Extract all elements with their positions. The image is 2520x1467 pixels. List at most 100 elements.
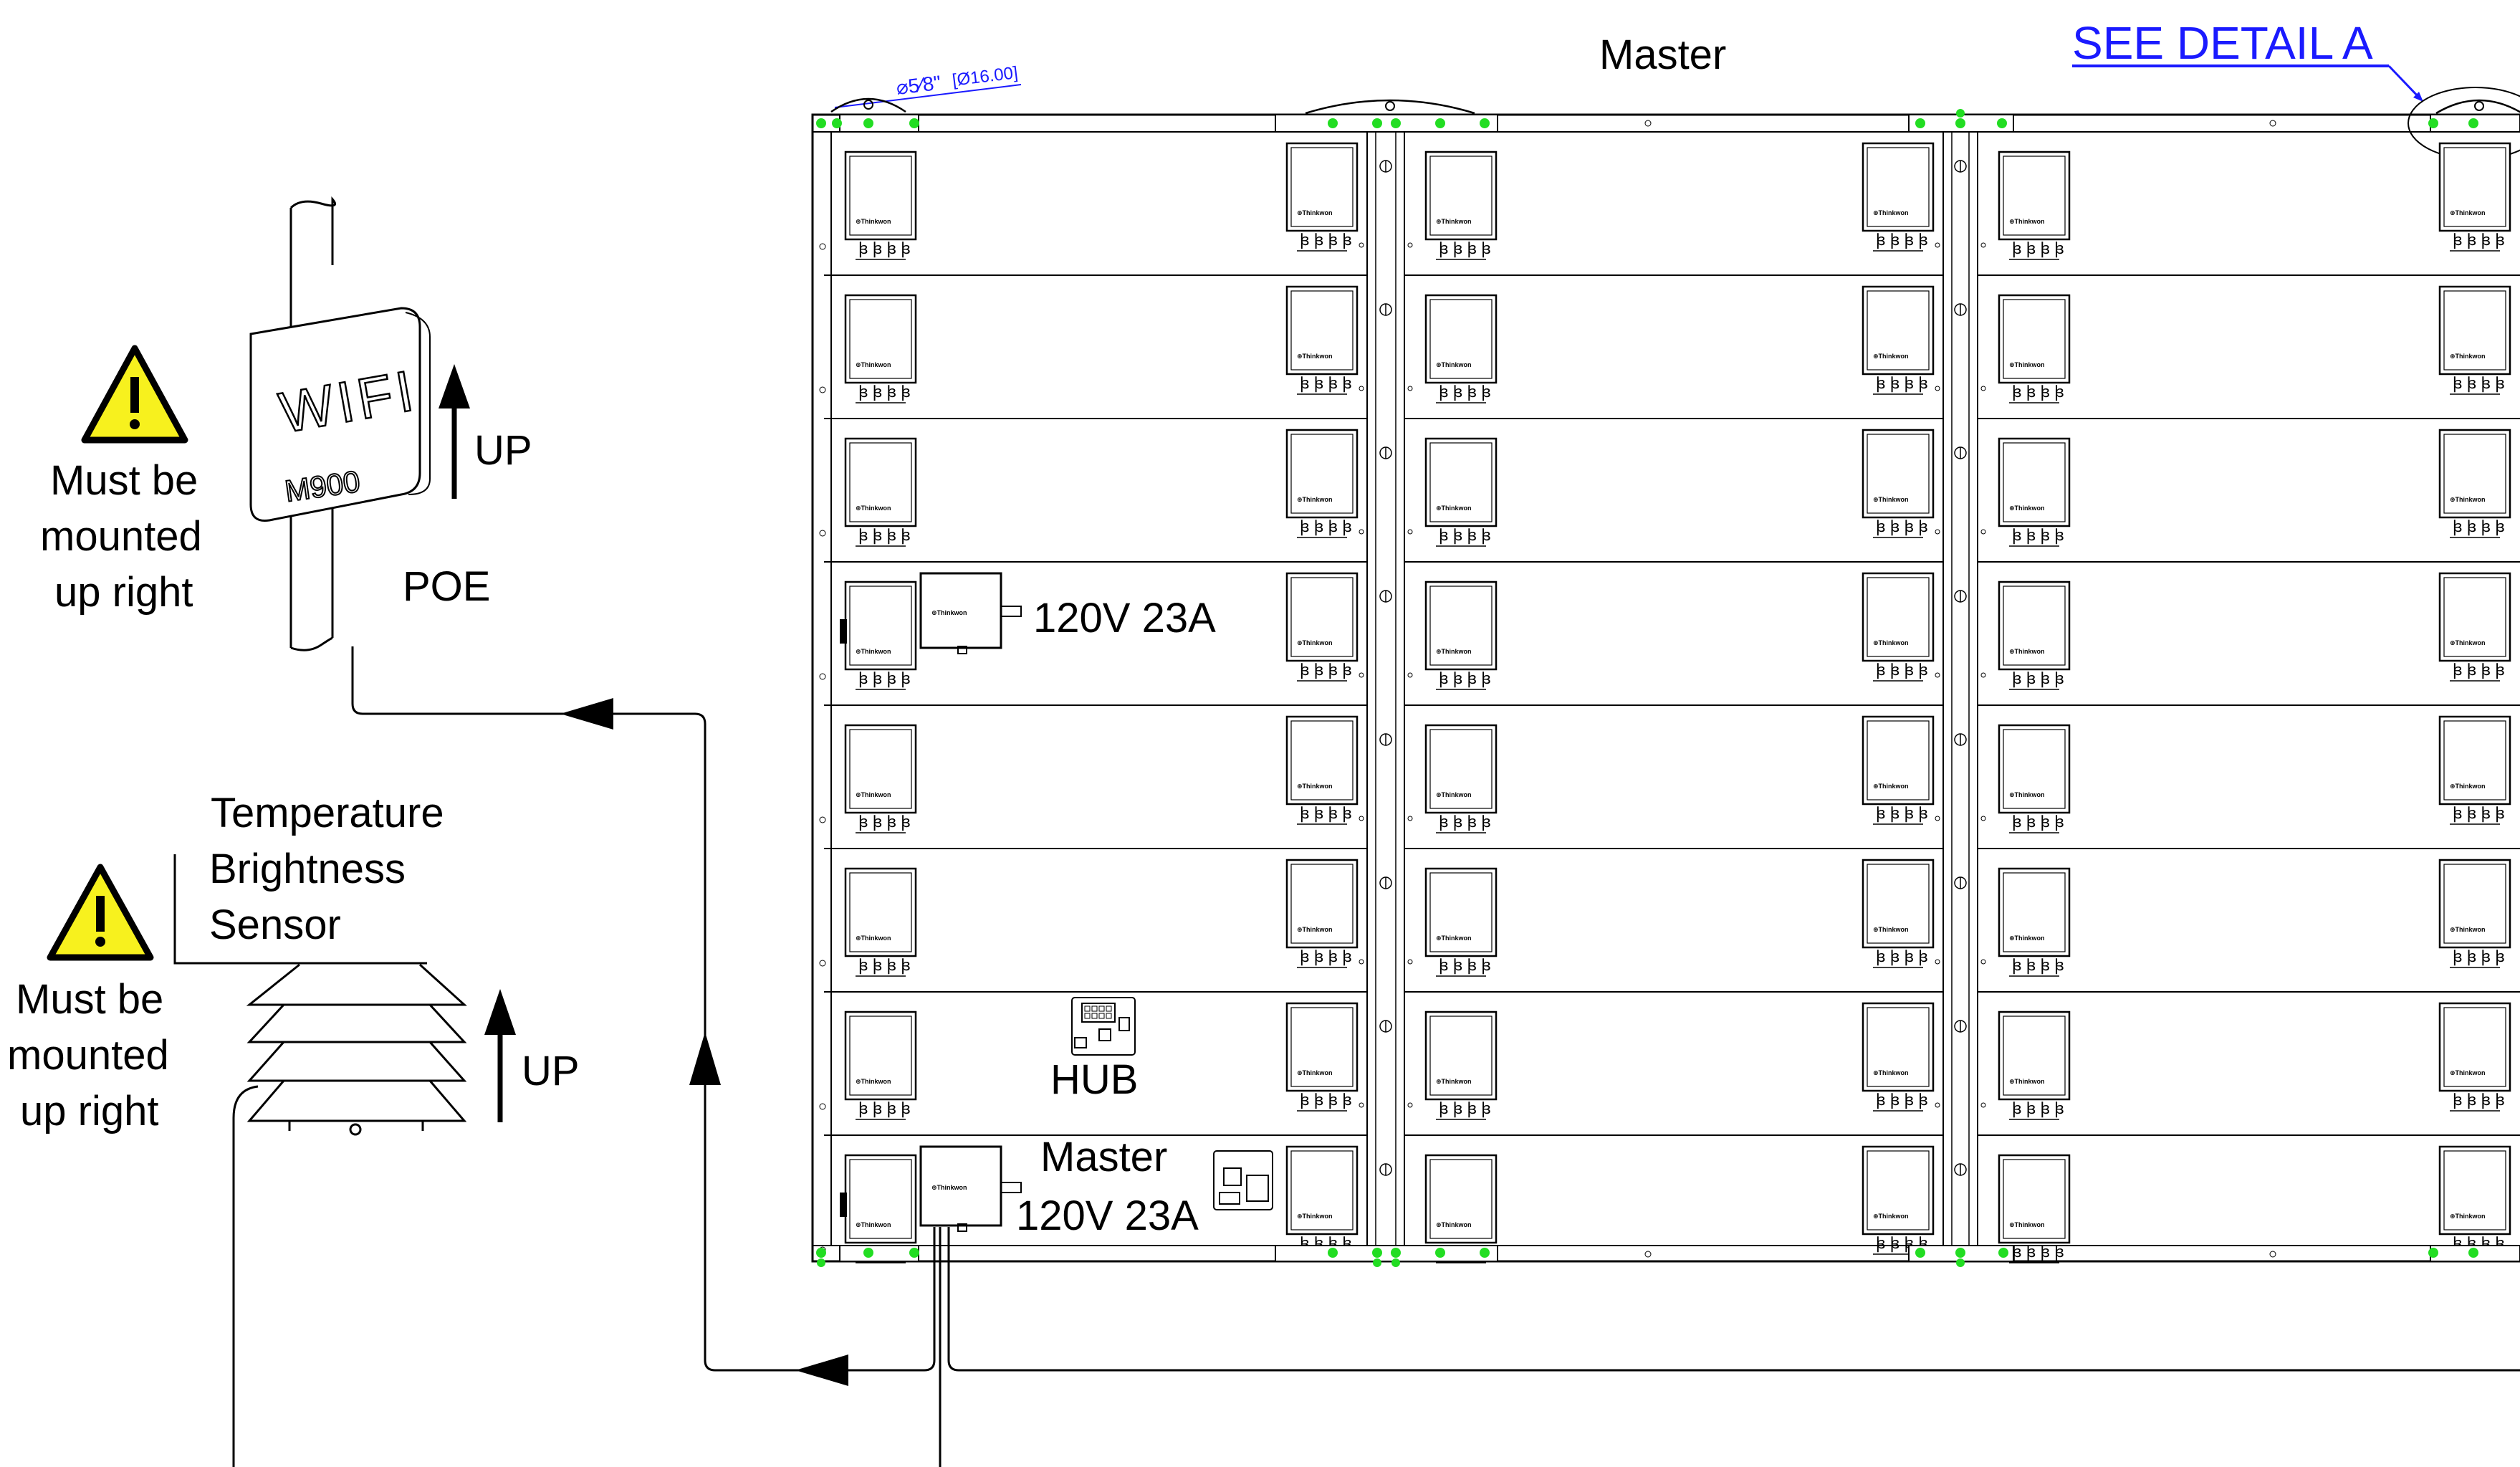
module-frame: [844, 294, 917, 384]
hub-port: [1098, 1005, 1105, 1012]
heat-mark: ꟓ ꟓ ꟓ ꟓ: [2453, 374, 2505, 393]
module-brand: ⊕Thinkwon: [2450, 496, 2486, 503]
module-frame: [844, 1010, 917, 1101]
heat-mark: ꟓ ꟓ ꟓ ꟓ: [2453, 661, 2505, 679]
rivet-icon: [1935, 959, 1940, 965]
module-inner: [2443, 147, 2506, 227]
module-inner: [1429, 299, 1493, 379]
column-divider: [1942, 131, 1978, 1246]
module-frame: [1424, 580, 1498, 671]
wifi-up-label: UP: [474, 427, 532, 474]
module-inner: [849, 1159, 912, 1239]
module-brand: ⊕Thinkwon: [1873, 1213, 1909, 1220]
fixing-point: [1997, 118, 2007, 128]
rivet-icon: [2269, 1251, 2276, 1258]
module-frame: [1285, 285, 1359, 376]
lug-hole: [2474, 101, 2484, 111]
module-inner: [2443, 434, 2506, 514]
detail-leader-line: [2387, 64, 2422, 100]
heat-mark: ꟓ ꟓ ꟓ ꟓ: [1439, 239, 1491, 258]
module-brand: ⊕Thinkwon: [856, 361, 891, 368]
heat-mark: ꟓ ꟓ ꟓ ꟓ: [1876, 374, 1928, 393]
power-label-row4: 120V 23A: [1033, 595, 1216, 641]
rivet-icon: [819, 1103, 826, 1110]
master-board-icon: [1213, 1150, 1273, 1210]
rivet-icon: [1359, 386, 1364, 391]
sensor-warning-line3: up right: [20, 1088, 158, 1134]
module-brand: ⊕Thinkwon: [2009, 505, 2045, 512]
module-brand: ⊕Thinkwon: [2450, 639, 2486, 646]
rivet-icon: [1407, 1102, 1413, 1108]
heat-mark: ꟓ ꟓ ꟓ ꟓ: [858, 813, 911, 831]
module-frame: [2438, 572, 2511, 662]
module-brand: ⊕Thinkwon: [1436, 648, 1472, 655]
module-brand: ⊕Thinkwon: [2009, 1221, 2045, 1228]
module-brand: ⊕Thinkwon: [1436, 361, 1472, 368]
module-frame: [1424, 150, 1498, 241]
sensor-title-line2: Brightness: [209, 846, 406, 892]
module-brand: ⊕Thinkwon: [1297, 353, 1333, 360]
heat-mark: ꟓ ꟓ ꟓ ꟓ: [2012, 383, 2064, 401]
heat-mark: ꟓ ꟓ ꟓ ꟓ: [1300, 947, 1352, 966]
rivet-icon: [1359, 1102, 1364, 1108]
fixing-point: [909, 118, 919, 128]
dimension-main: ⌀5⁄8": [895, 72, 942, 99]
wifi-warning-line1: Must be: [50, 457, 198, 504]
module-brand: ⊕Thinkwon: [1873, 496, 1909, 503]
module-frame: [2438, 1145, 2511, 1236]
module-inner: [2443, 290, 2506, 371]
rivet-icon: [1407, 386, 1413, 391]
module-brand: ⊕Thinkwon: [856, 218, 891, 225]
module-inner: [849, 729, 912, 809]
sensor-louver-icon: [246, 963, 467, 1136]
module-inner: [2003, 1016, 2066, 1096]
module-inner: [1429, 156, 1493, 236]
heat-mark: ꟓ ꟓ ꟓ ꟓ: [858, 956, 911, 975]
fixing-point: [863, 118, 873, 128]
warning-icon: [47, 864, 154, 961]
module-brand: ⊕Thinkwon: [1873, 353, 1909, 360]
module-brand: ⊕Thinkwon: [2009, 218, 2045, 225]
fixing-point: [1480, 1248, 1490, 1258]
module-inner: [1867, 864, 1930, 944]
module-frame: [1285, 572, 1359, 662]
hub-port: [1106, 1005, 1112, 1012]
see-detail-a-link[interactable]: SEE DETAIL A: [2072, 17, 2373, 69]
module-frame: [1998, 1010, 2071, 1101]
module-frame: [844, 150, 917, 241]
power-box-master: ⊕Thinkwon: [919, 1145, 1022, 1232]
rivet-icon: [819, 673, 826, 680]
rivet-icon: [819, 243, 826, 250]
power-box-row4: ⊕Thinkwon: [919, 572, 1022, 654]
module-frame: [1424, 867, 1498, 957]
module-inner: [1429, 872, 1493, 952]
module-frame: [1998, 150, 2071, 241]
module-inner: [1429, 1159, 1493, 1239]
lifting-lug: [830, 97, 906, 113]
rivet-icon: [1980, 529, 1986, 535]
heat-mark: ꟓ ꟓ ꟓ ꟓ: [1876, 947, 1928, 966]
module-frame: [844, 724, 917, 814]
cable-arrow-up: [689, 1032, 721, 1085]
fixing-point: [1480, 118, 1490, 128]
module-brand: ⊕Thinkwon: [856, 1221, 891, 1228]
column-divider: [1366, 131, 1405, 1246]
heat-mark: ꟓ ꟓ ꟓ ꟓ: [1439, 956, 1491, 975]
rivet-icon: [1407, 959, 1413, 965]
heat-mark: ꟓ ꟓ ꟓ ꟓ: [2453, 231, 2505, 249]
heat-mark: ꟓ ꟓ ꟓ ꟓ: [2453, 804, 2505, 823]
